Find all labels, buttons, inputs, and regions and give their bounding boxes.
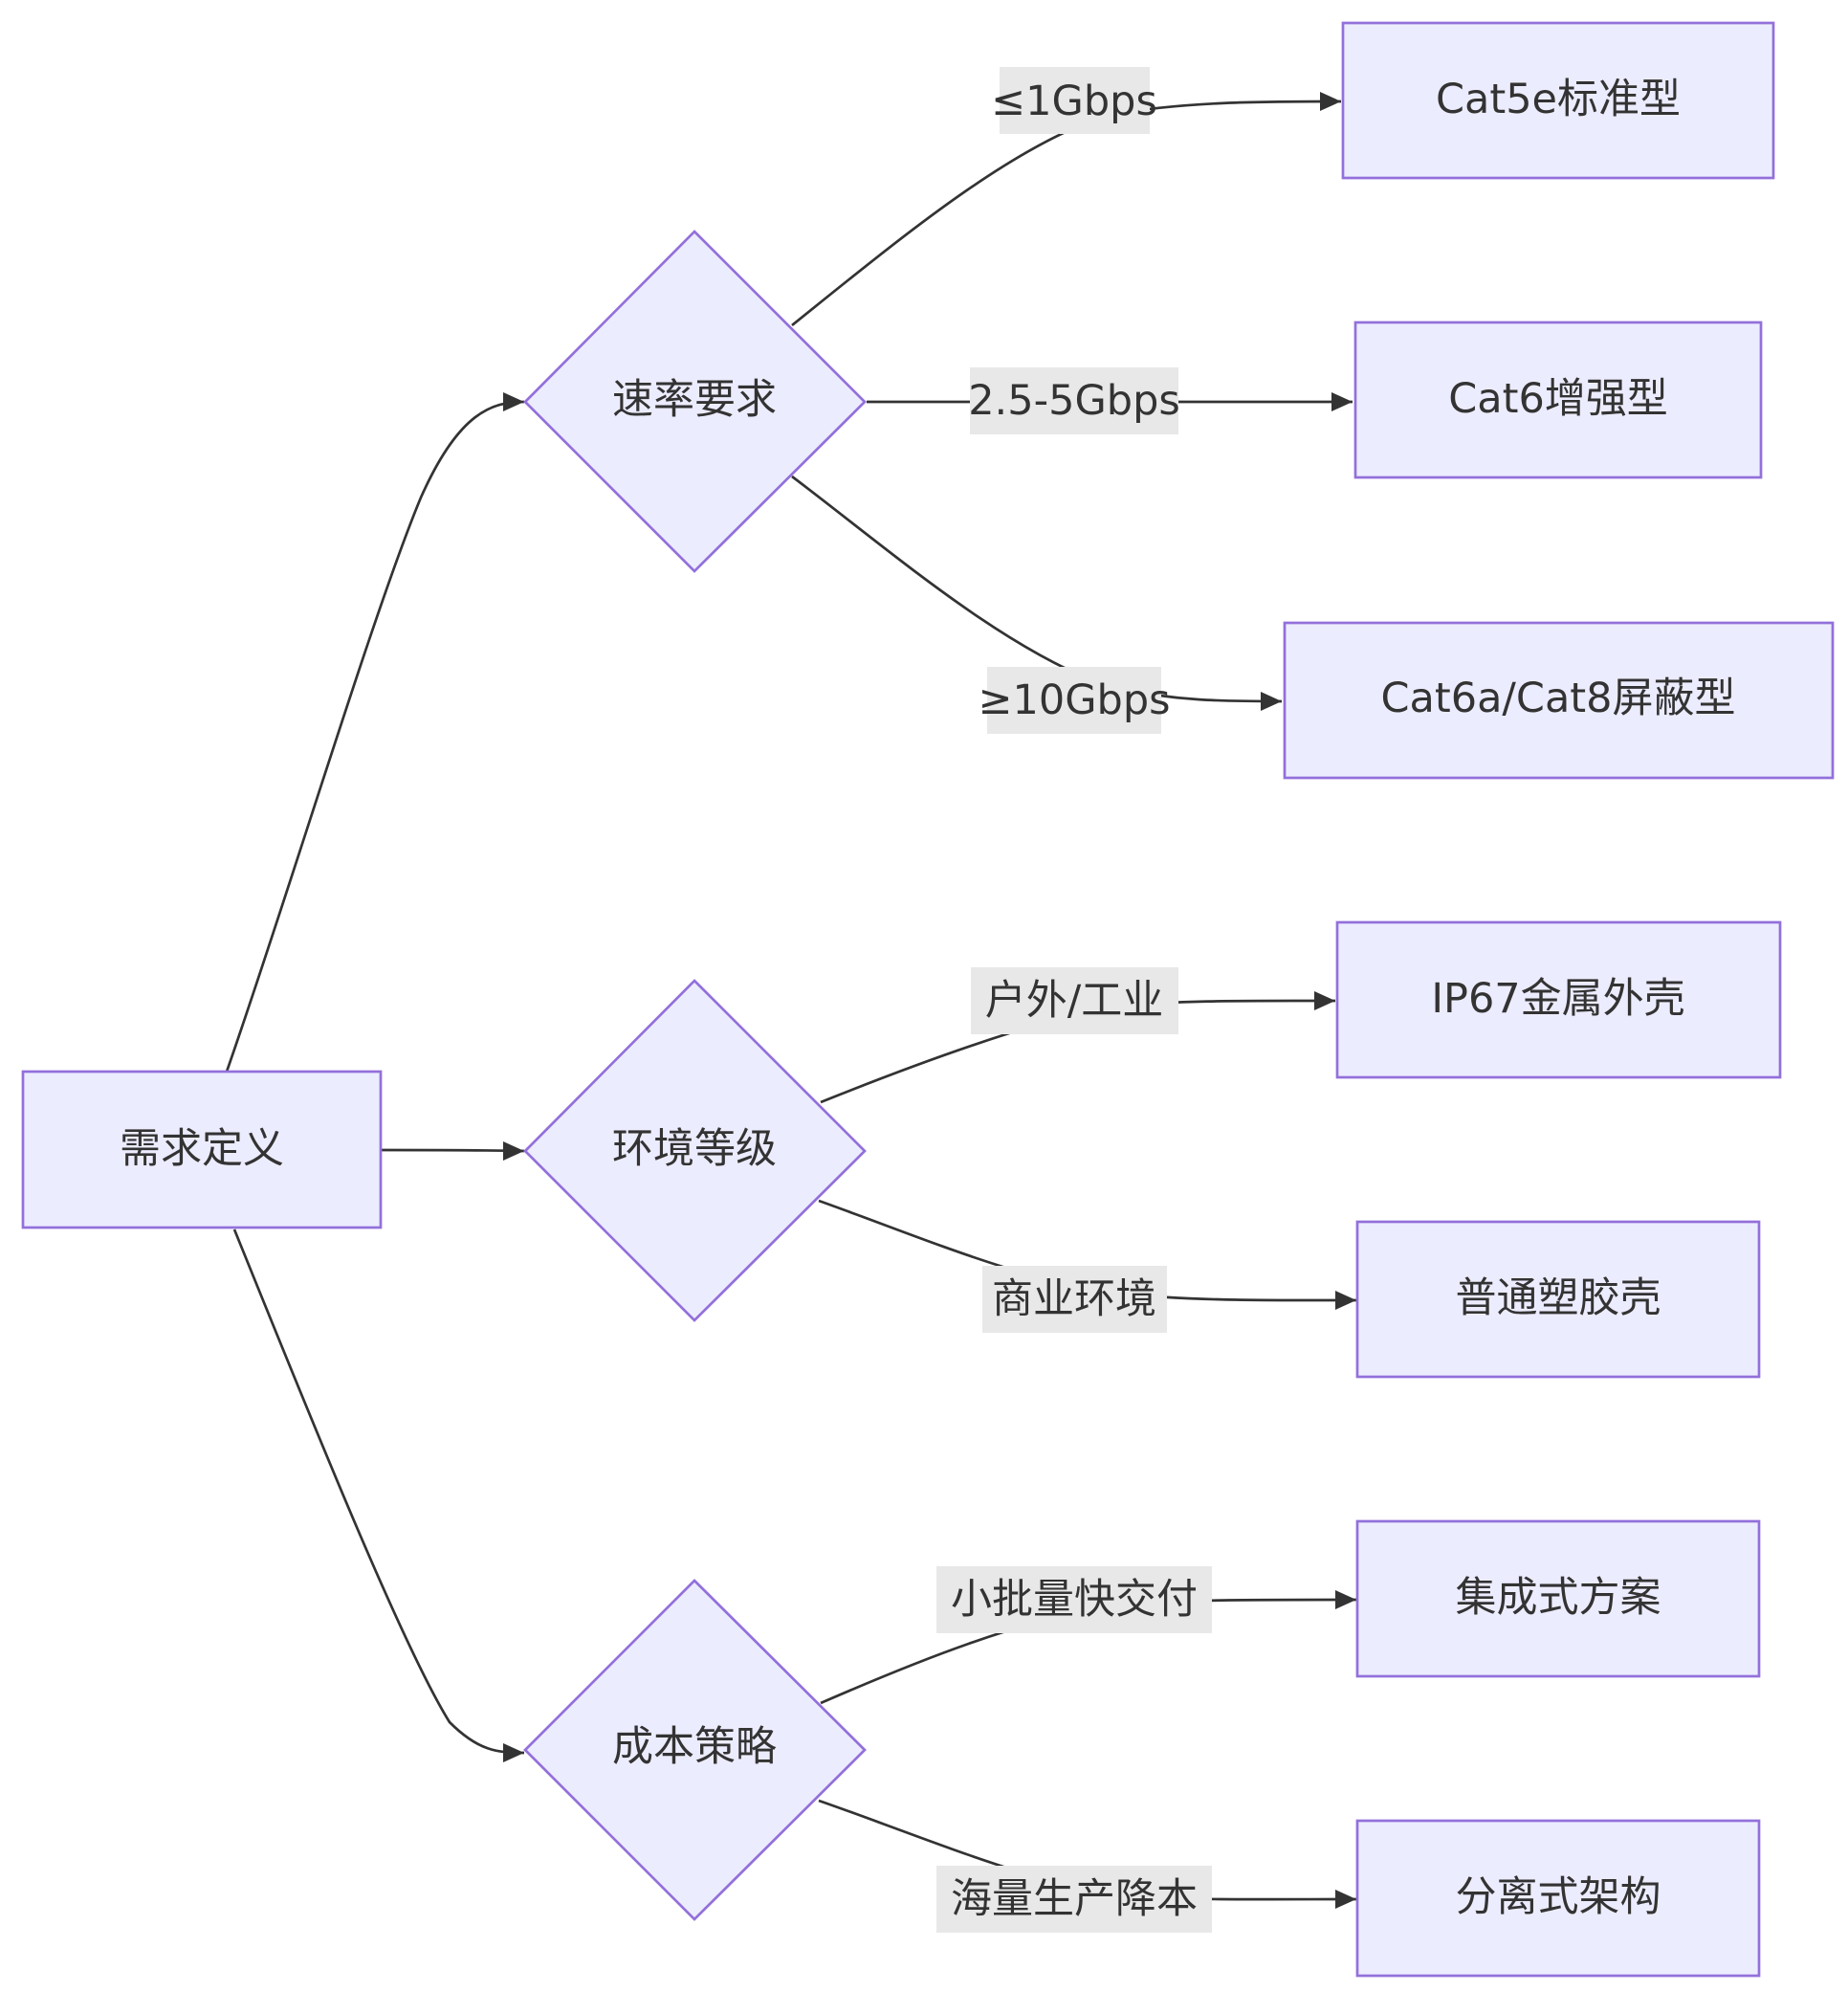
arrowhead-cat6a [1261,692,1282,711]
edge-label-bg [987,667,1161,734]
node-requirements-label: 需求定义 [120,1125,284,1173]
node-ip67[interactable] [1335,920,1782,1079]
edge-label-bg [936,1566,1212,1633]
arrowhead-cat5e [1320,92,1341,111]
node-cat5e[interactable] [1341,21,1775,180]
arrowhead-integrated [1335,1590,1356,1609]
node-ip67-label: IP67金属外壳 [1431,975,1684,1023]
arrowheads [503,92,1356,1909]
edge-labels: ≤1Gbps 2.5-5Gbps ≥10Gbps 户外/工业 商业环境 小批量快… [936,67,1212,1933]
arrowhead-discrete [1335,1890,1356,1909]
node-cat6-label: Cat6增强型 [1448,375,1668,423]
edge-label-commercial: 商业环境 [992,1275,1156,1323]
edge-speed-to-cat5e [791,100,1342,327]
node-discrete-label: 分离式架构 [1456,1873,1661,1921]
edge-root-to-speed [225,400,525,1073]
edge-label-bg [936,1866,1212,1933]
node-cat5e-label: Cat5e标准型 [1436,76,1681,123]
node-plastic[interactable] [1355,1220,1761,1379]
node-discrete[interactable] [1355,1819,1761,1978]
edge-root-to-environment [380,1148,525,1153]
node-environment[interactable] [523,979,867,1322]
node-cost-label: 成本策略 [612,1723,777,1771]
node-integrated[interactable] [1355,1519,1761,1678]
node-cat6a[interactable] [1283,621,1835,780]
node-cost[interactable] [523,1579,867,1921]
node-plastic-label: 普通塑胶壳 [1456,1274,1661,1322]
edge-label-outdoor: 户外/工业 [985,977,1164,1025]
arrowhead-cat6 [1331,392,1353,411]
edge-label-bg [971,967,1178,1034]
arrowhead-plastic [1335,1291,1356,1310]
nodes: 需求定义 速率要求 环境等级 成本策略 Cat5e标准型 Cat6增强型 Cat… [21,21,1835,1978]
edge-label-bg [970,367,1178,434]
node-environment-label: 环境等级 [612,1125,777,1173]
node-cat6[interactable] [1353,321,1763,479]
node-requirements[interactable] [21,1070,383,1229]
edge-label-bg [1000,67,1150,134]
edge-label-mass: 海量生产降本 [951,1875,1198,1923]
node-cat6a-label: Cat6a/Cat8屏蔽型 [1380,675,1735,722]
arrowhead-environment [503,1141,524,1161]
edge-label-mid: 2.5-5Gbps [968,377,1180,425]
edge-label-ge10g: ≥10Gbps [978,676,1170,724]
edge-root-to-cost [232,1228,525,1755]
arrowhead-speed [503,392,524,411]
arrowhead-cost [503,1743,524,1762]
edge-label-bg [982,1266,1167,1333]
node-speed[interactable] [523,230,867,573]
arrowhead-ip67 [1314,991,1335,1010]
node-speed-label: 速率要求 [612,376,777,424]
node-integrated-label: 集成式方案 [1456,1574,1661,1622]
edge-label-small-batch: 小批量快交付 [951,1576,1198,1624]
edge-label-le1g: ≤1Gbps [991,77,1157,125]
